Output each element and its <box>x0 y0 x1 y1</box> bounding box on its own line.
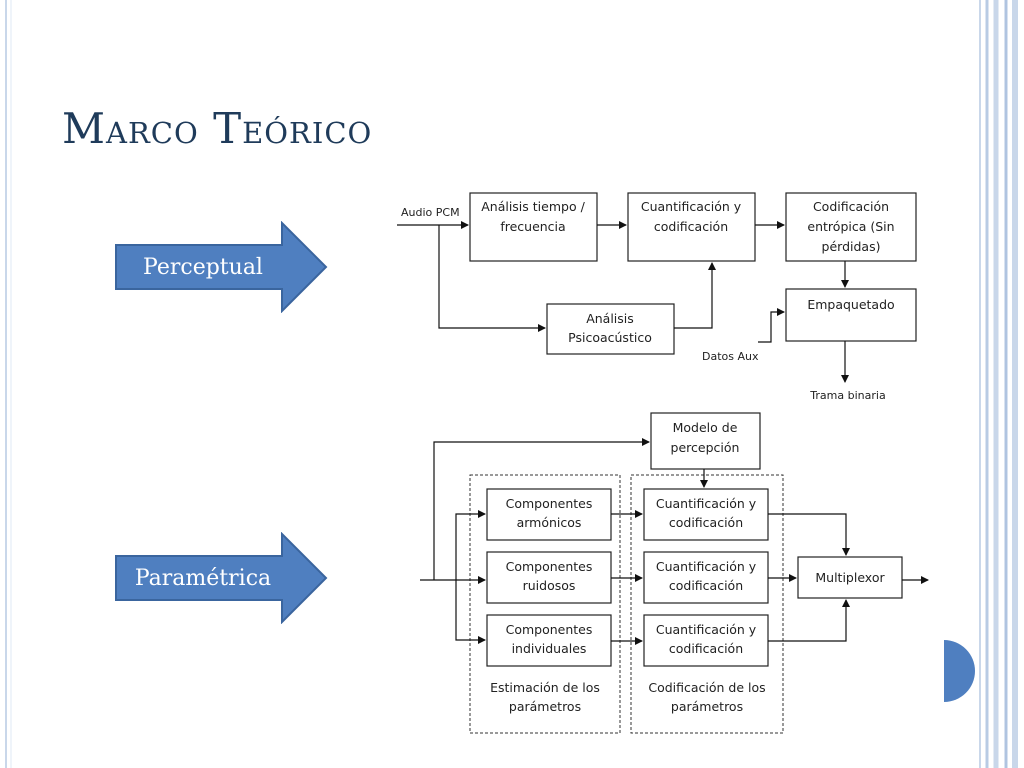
coding-line-2: parámetros <box>671 699 743 714</box>
model-line-1: Modelo de <box>673 420 738 435</box>
estimation-line-2: parámetros <box>509 699 581 714</box>
box-individual-components <box>486 614 612 667</box>
parametric-arrow: Paramétrica <box>114 531 328 625</box>
box-entropy-coding <box>785 192 917 262</box>
connector-to-harmonic <box>455 510 486 580</box>
connector-quant1-mux <box>768 513 850 556</box>
ind-line-1: Componentes <box>506 622 593 637</box>
label-bitstream: Trama binaria <box>809 389 885 402</box>
connector-psycho-quant <box>674 262 716 329</box>
psycho-line-1: Análisis <box>586 311 634 326</box>
slide-title: Marco Teórico <box>62 104 373 153</box>
label-aux-data: Datos Aux <box>702 350 759 363</box>
parametric-label: Paramétrica <box>134 565 272 591</box>
right-arrow-icon <box>115 220 328 314</box>
entropy-line-2: entrópica (Sin <box>807 219 894 234</box>
right-arrow-icon <box>115 531 328 625</box>
group-estimation <box>469 474 621 734</box>
quant-line-2: codificación <box>654 219 728 234</box>
model-line-2: percepción <box>671 440 740 455</box>
quant2-line-1: Cuantificación y <box>656 559 757 574</box>
harm-line-1: Componentes <box>506 496 593 511</box>
perceptual-arrow: Perceptual <box>114 220 328 314</box>
box-quantization-2 <box>643 551 769 604</box>
box-perception-model <box>650 412 761 470</box>
box-quantization-top <box>627 192 756 262</box>
box-time-frequency-analysis <box>469 192 598 262</box>
quant1-line-1: Cuantificación y <box>656 496 757 511</box>
mux-label: Multiplexor <box>815 570 885 585</box>
entropy-line-3: pérdidas) <box>822 239 881 254</box>
quant3-line-1: Cuantificación y <box>656 622 757 637</box>
quant1-line-2: codificación <box>669 515 743 530</box>
box-multiplexer <box>797 556 903 599</box>
noise-line-1: Componentes <box>506 559 593 574</box>
quant2-line-2: codificación <box>669 578 743 593</box>
box-quantization-3 <box>643 614 769 667</box>
connector-aux <box>758 308 785 343</box>
analysis-line-1: Análisis tiempo / <box>481 199 585 214</box>
group-coding <box>630 474 784 734</box>
connector-to-individual <box>455 580 486 644</box>
estimation-line-1: Estimación de los <box>490 680 600 695</box>
label-audio-pcm: Audio PCM <box>401 206 460 219</box>
noise-line-2: ruidosos <box>523 578 576 593</box>
connector-to-model <box>433 438 650 580</box>
quant3-line-2: codificación <box>669 641 743 656</box>
psycho-line-2: Psicoacústico <box>568 330 652 345</box>
pack-label: Empaquetado <box>807 297 894 312</box>
analysis-line-2: frecuencia <box>500 219 565 234</box>
entropy-line-1: Codificación <box>813 199 889 214</box>
coding-line-1: Codificación de los <box>648 680 765 695</box>
harm-line-2: armónicos <box>517 515 582 530</box>
ind-line-2: individuales <box>512 641 587 656</box>
quant-line-1: Cuantificación y <box>641 199 742 214</box>
perceptual-label: Perceptual <box>143 254 263 280</box>
box-packing <box>785 288 917 342</box>
half-circle-decoration <box>944 640 975 702</box>
connector-to-psycho <box>438 225 546 332</box>
box-psychoacoustic-analysis <box>546 303 675 355</box>
connector-quant3-mux <box>768 599 850 642</box>
